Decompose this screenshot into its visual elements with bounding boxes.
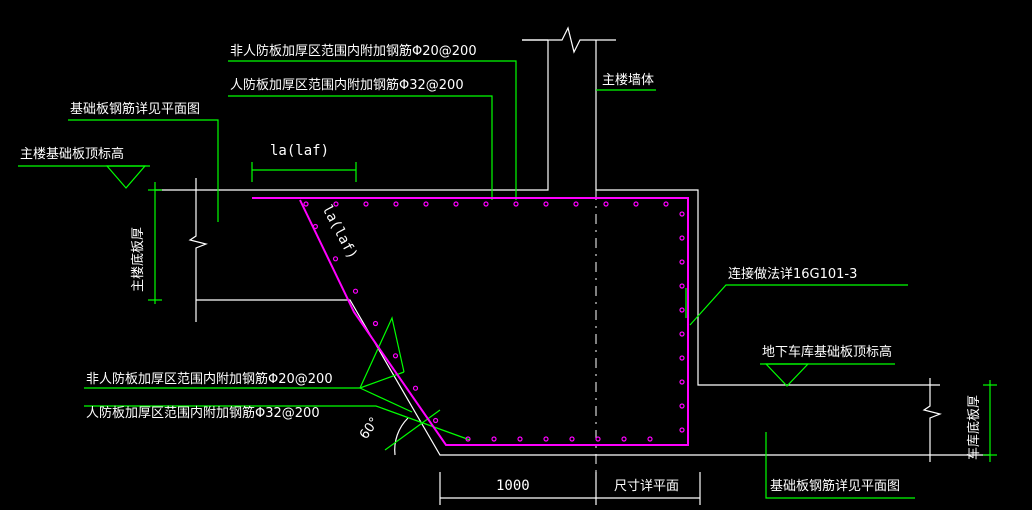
bottom-note-2-text: 人防板加厚区范围内附加钢筋Φ32@200 — [86, 405, 320, 421]
rebar-dot — [679, 307, 685, 313]
rebar-dot — [332, 256, 339, 262]
base-detail-bottom-text: 基础板钢筋详见平面图 — [770, 478, 900, 494]
rebar-dot — [679, 211, 685, 217]
la-top-text: la(laf) — [270, 143, 329, 159]
pit-outline — [196, 299, 990, 456]
rebar-dot — [679, 379, 685, 385]
rebar-dot — [679, 259, 685, 265]
top-note-leader-1 — [228, 60, 517, 200]
rebar-dot — [483, 201, 489, 207]
rebar-dot — [603, 201, 609, 207]
rebar-dot — [491, 436, 497, 442]
rebar-dot — [513, 201, 519, 207]
top-note-2-text: 人防板加厚区范围内附加钢筋Φ32@200 — [230, 77, 464, 93]
main-slab-top-line — [155, 40, 549, 191]
garage-elev-triangle — [764, 363, 810, 387]
angle-arc — [394, 417, 409, 456]
main-thickness-text: 主楼底板厚 — [130, 227, 146, 292]
rebar-dots — [303, 201, 685, 442]
rebar-dot — [352, 288, 359, 294]
bottom-note-1-text: 非人防板加厚区范围内附加钢筋Φ20@200 — [86, 371, 333, 387]
rebar-dot — [647, 436, 653, 442]
rebar-dot — [312, 223, 318, 230]
leader-lines — [18, 60, 997, 499]
rebar — [252, 197, 689, 446]
base-detail-top-text: 基础板钢筋详见平面图 — [70, 101, 200, 117]
bottom-note-leader-1 — [84, 316, 405, 389]
rebar-dot — [453, 201, 459, 207]
rebar-dot — [333, 201, 339, 207]
wall-break-line — [522, 26, 616, 54]
rebar-dot — [595, 436, 601, 442]
bottom-note-leader-2 — [84, 405, 471, 441]
rebar-dot — [412, 385, 419, 391]
rebar-dot — [543, 436, 549, 442]
rebar-dot — [392, 353, 399, 359]
main-wall-text: 主楼墙体 — [602, 73, 654, 88]
rebar-dot — [663, 201, 669, 207]
labels: 非人防板加厚区范围内附加钢筋Φ20@200 人防板加厚区范围内附加钢筋Φ32@2… — [20, 43, 982, 494]
rebar-dot — [679, 427, 685, 433]
rebar-dot — [633, 201, 639, 207]
rebar-dot — [363, 201, 369, 207]
rebar-dot — [679, 235, 685, 241]
rebar-dot — [621, 436, 627, 442]
base-detail-top-leader — [68, 119, 219, 222]
rebar-dot — [433, 417, 439, 424]
garage-plate-break-line — [922, 378, 942, 462]
rebar-dot — [679, 403, 685, 409]
rebar-dot — [465, 436, 471, 442]
dim-plan-text: 尺寸详平面 — [614, 479, 679, 494]
rebar-dot — [543, 201, 549, 207]
top-note-1-text: 非人防板加厚区范围内附加钢筋Φ20@200 — [230, 43, 477, 59]
rebar-dot — [423, 201, 429, 207]
rebar-dot — [372, 320, 379, 327]
top-note-leader-2 — [228, 95, 493, 200]
rebar-dot — [573, 201, 579, 207]
rebar-dot — [569, 436, 575, 442]
angle-text: 60° — [357, 415, 383, 442]
rebar-dot — [393, 201, 399, 207]
rebar-outer — [252, 197, 689, 446]
bottom-leader-fan-1 — [359, 387, 413, 413]
main-elev-triangle — [105, 165, 147, 189]
garage-elev-text: 地下车库基础板顶标高 — [762, 344, 892, 360]
main-plate-break-line — [188, 178, 208, 322]
rebar-dot — [679, 355, 685, 361]
connection-note-text: 连接做法详16G101-3 — [728, 266, 857, 282]
angle-leader — [384, 409, 441, 451]
garage-thickness-text: 车库底板厚 — [966, 395, 982, 460]
wall-right-outline — [595, 40, 940, 386]
base-detail-bottom-leader — [765, 432, 915, 499]
rebar-dot — [679, 331, 685, 337]
connection-leader — [689, 284, 908, 326]
dim-1000-text: 1000 — [496, 478, 530, 494]
main-elev-text: 主楼基础板顶标高 — [20, 146, 124, 162]
rebar-dot — [679, 283, 685, 289]
rebar-dot — [303, 201, 309, 207]
rebar-dot — [517, 436, 523, 442]
structure-outline — [155, 26, 990, 505]
